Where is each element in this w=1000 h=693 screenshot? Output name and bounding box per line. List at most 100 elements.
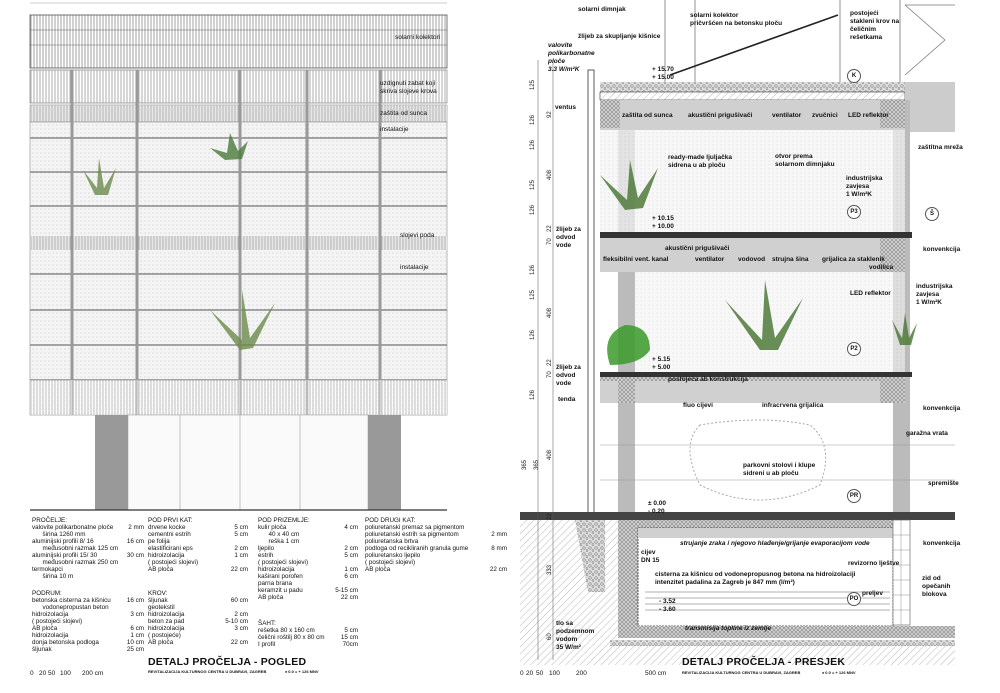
spec-row: vodonepropustan beton: [32, 604, 144, 611]
section-label: + 10.15 + 10.00: [652, 215, 674, 230]
spec-row: ( postojeći slojevi): [365, 559, 507, 566]
elevation-title: DETALJ PROČELJA - POGLED: [148, 656, 307, 668]
spec-layer: hidroizolacija: [148, 552, 185, 559]
section-label: konvenkcija: [923, 540, 961, 547]
spec-row: širina 1260 mm: [32, 531, 144, 538]
spec-thickness: 5-10 cm: [225, 618, 248, 625]
spec-thickness: [140, 573, 144, 580]
section-label: ventilator: [695, 256, 725, 263]
spec-thickness: 22 cm: [230, 566, 248, 573]
section-label: žlijeb za odvod vode: [556, 226, 581, 249]
spec-layer: AB ploča: [32, 625, 58, 632]
spec-thickness: [140, 604, 144, 611]
elevation-label: instalacije: [380, 126, 409, 133]
dimension-value: 22: [547, 225, 553, 232]
detail-tag-marker: K: [847, 69, 861, 83]
scale-tick-label: 50: [536, 670, 544, 677]
dimension-value: 408: [547, 307, 553, 318]
dimension-value: 92: [547, 111, 553, 118]
spec-row: hidroizolacija 2 cm: [148, 611, 248, 618]
section-label: + 15.70 + 15.00: [652, 66, 674, 81]
spec-thickness: 5 cm: [344, 627, 358, 634]
spec-row: rešetka 80 x 160 cm 5 cm: [258, 627, 358, 634]
spec-thickness: [140, 618, 144, 625]
spec-layer: šljunak: [32, 646, 52, 653]
dimension-value: 126: [530, 329, 536, 340]
dimension-value: 22: [547, 513, 553, 520]
scale-tick-label: 100: [549, 670, 560, 677]
spec-layer: vodonepropustan beton: [32, 604, 109, 611]
spec-thickness: 22 cm: [340, 594, 358, 601]
section-label: fleksibilni vent. kanal: [603, 256, 669, 263]
scale-tick-label: 500 cm: [645, 670, 667, 677]
detail-tag-marker: P3: [847, 205, 861, 219]
section-label: postojeća ab konstrukcija: [668, 376, 748, 383]
section-label: konvenkcija: [923, 246, 961, 253]
spec-row: 40 x 40 cm: [258, 531, 358, 538]
section-label: industrijska zavjesa 1 W/m²K: [916, 283, 953, 306]
section-label: - 3.52 - 3.60: [659, 598, 676, 613]
section-label: zaštita od sunca: [622, 112, 673, 119]
section-label: zvučnici: [812, 112, 838, 119]
section-label: vodilica: [869, 264, 894, 271]
scale-tick-label: 100: [60, 670, 71, 677]
scale-tick-label: 20: [39, 670, 47, 677]
spec-row: poliuretansko ljepilo: [365, 552, 507, 559]
spec-row: parna brana: [258, 580, 358, 587]
spec-layer: keramzit u padu: [258, 587, 303, 594]
scale-tick-label: 0: [520, 670, 524, 677]
scale-tick-label: 200: [576, 670, 587, 677]
section-label: transmisija topline iz zemlje: [685, 625, 771, 632]
spec-thickness: [140, 531, 144, 538]
detail-tag-marker: Š: [925, 207, 939, 221]
elevation-label: uzdignuti zabat koji skriva slojeve krov…: [380, 80, 437, 95]
spec-heading: PROČELJE:: [32, 517, 67, 524]
dimension-value: 365: [534, 459, 540, 470]
spec-thickness: 5-15 cm: [335, 587, 358, 594]
spec-layer: podloga od recikliranih granula gume: [365, 545, 469, 552]
spec-thickness: 2 mm: [128, 524, 144, 531]
spec-layer: AB ploča: [365, 566, 391, 573]
spec-thickness: [503, 552, 507, 559]
spec-thickness: 2 cm: [234, 611, 248, 618]
dimension-value: 126: [530, 389, 536, 400]
elevation-label: instalacije: [400, 264, 429, 271]
spec-layer: rešetka 80 x 160 cm: [258, 627, 315, 634]
spec-thickness: 5 cm: [234, 531, 248, 538]
spec-thickness: 22 cm: [230, 639, 248, 646]
spec-layer: aluminijski profili 15/ 30: [32, 552, 98, 559]
spec-thickness: [354, 580, 358, 587]
spec-layer: međusobni razmak 125 cm: [32, 545, 119, 552]
dimension-value: 60: [547, 633, 553, 640]
rainwater-cistern: [637, 527, 894, 627]
spec-layer: estrih: [258, 552, 274, 559]
section-label: revizorno lještve: [848, 560, 900, 567]
section-level-note: ± 0.0 = + 126 MNV: [822, 670, 856, 675]
detail-tag-marker: PO: [847, 592, 861, 606]
spec-layer: poliuretansko ljepilo: [365, 552, 421, 559]
section-label: preljev: [862, 590, 883, 597]
spec-layer: hidroizolacija: [148, 611, 185, 618]
spec-heading: POD DRUGI KAT:: [365, 517, 416, 524]
spec-heading: POD PRVI KAT:: [148, 517, 193, 524]
spec-layer: ( postojeći slojevi): [148, 559, 199, 566]
section-label: solarni dimnjak: [578, 6, 626, 13]
section-label: akustični prigušivači: [688, 112, 753, 119]
dimension-value: 365: [522, 459, 528, 470]
